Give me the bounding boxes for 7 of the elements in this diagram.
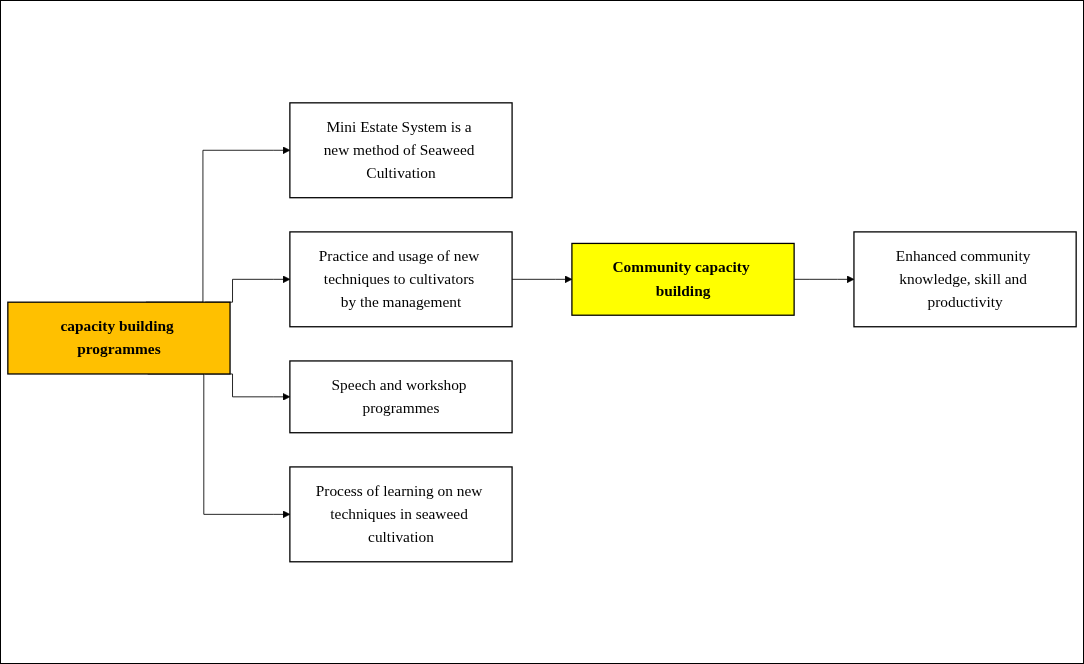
node-box: Speech and workshop programmes: [289, 360, 513, 434]
node-box: Community capacity building: [571, 242, 795, 316]
node-box: capacity building programmes: [7, 301, 231, 375]
node-box: Enhanced community knowledge, skill and productivity: [853, 230, 1077, 328]
node-box: Mini Estate System is a new method of Seaweed Cultivation: [289, 101, 513, 199]
node-box: Process of learning on new techniques in seaweed cultivation: [289, 465, 513, 563]
node-box: Practice and usage of new techniques to cultivators by the management: [289, 230, 513, 328]
